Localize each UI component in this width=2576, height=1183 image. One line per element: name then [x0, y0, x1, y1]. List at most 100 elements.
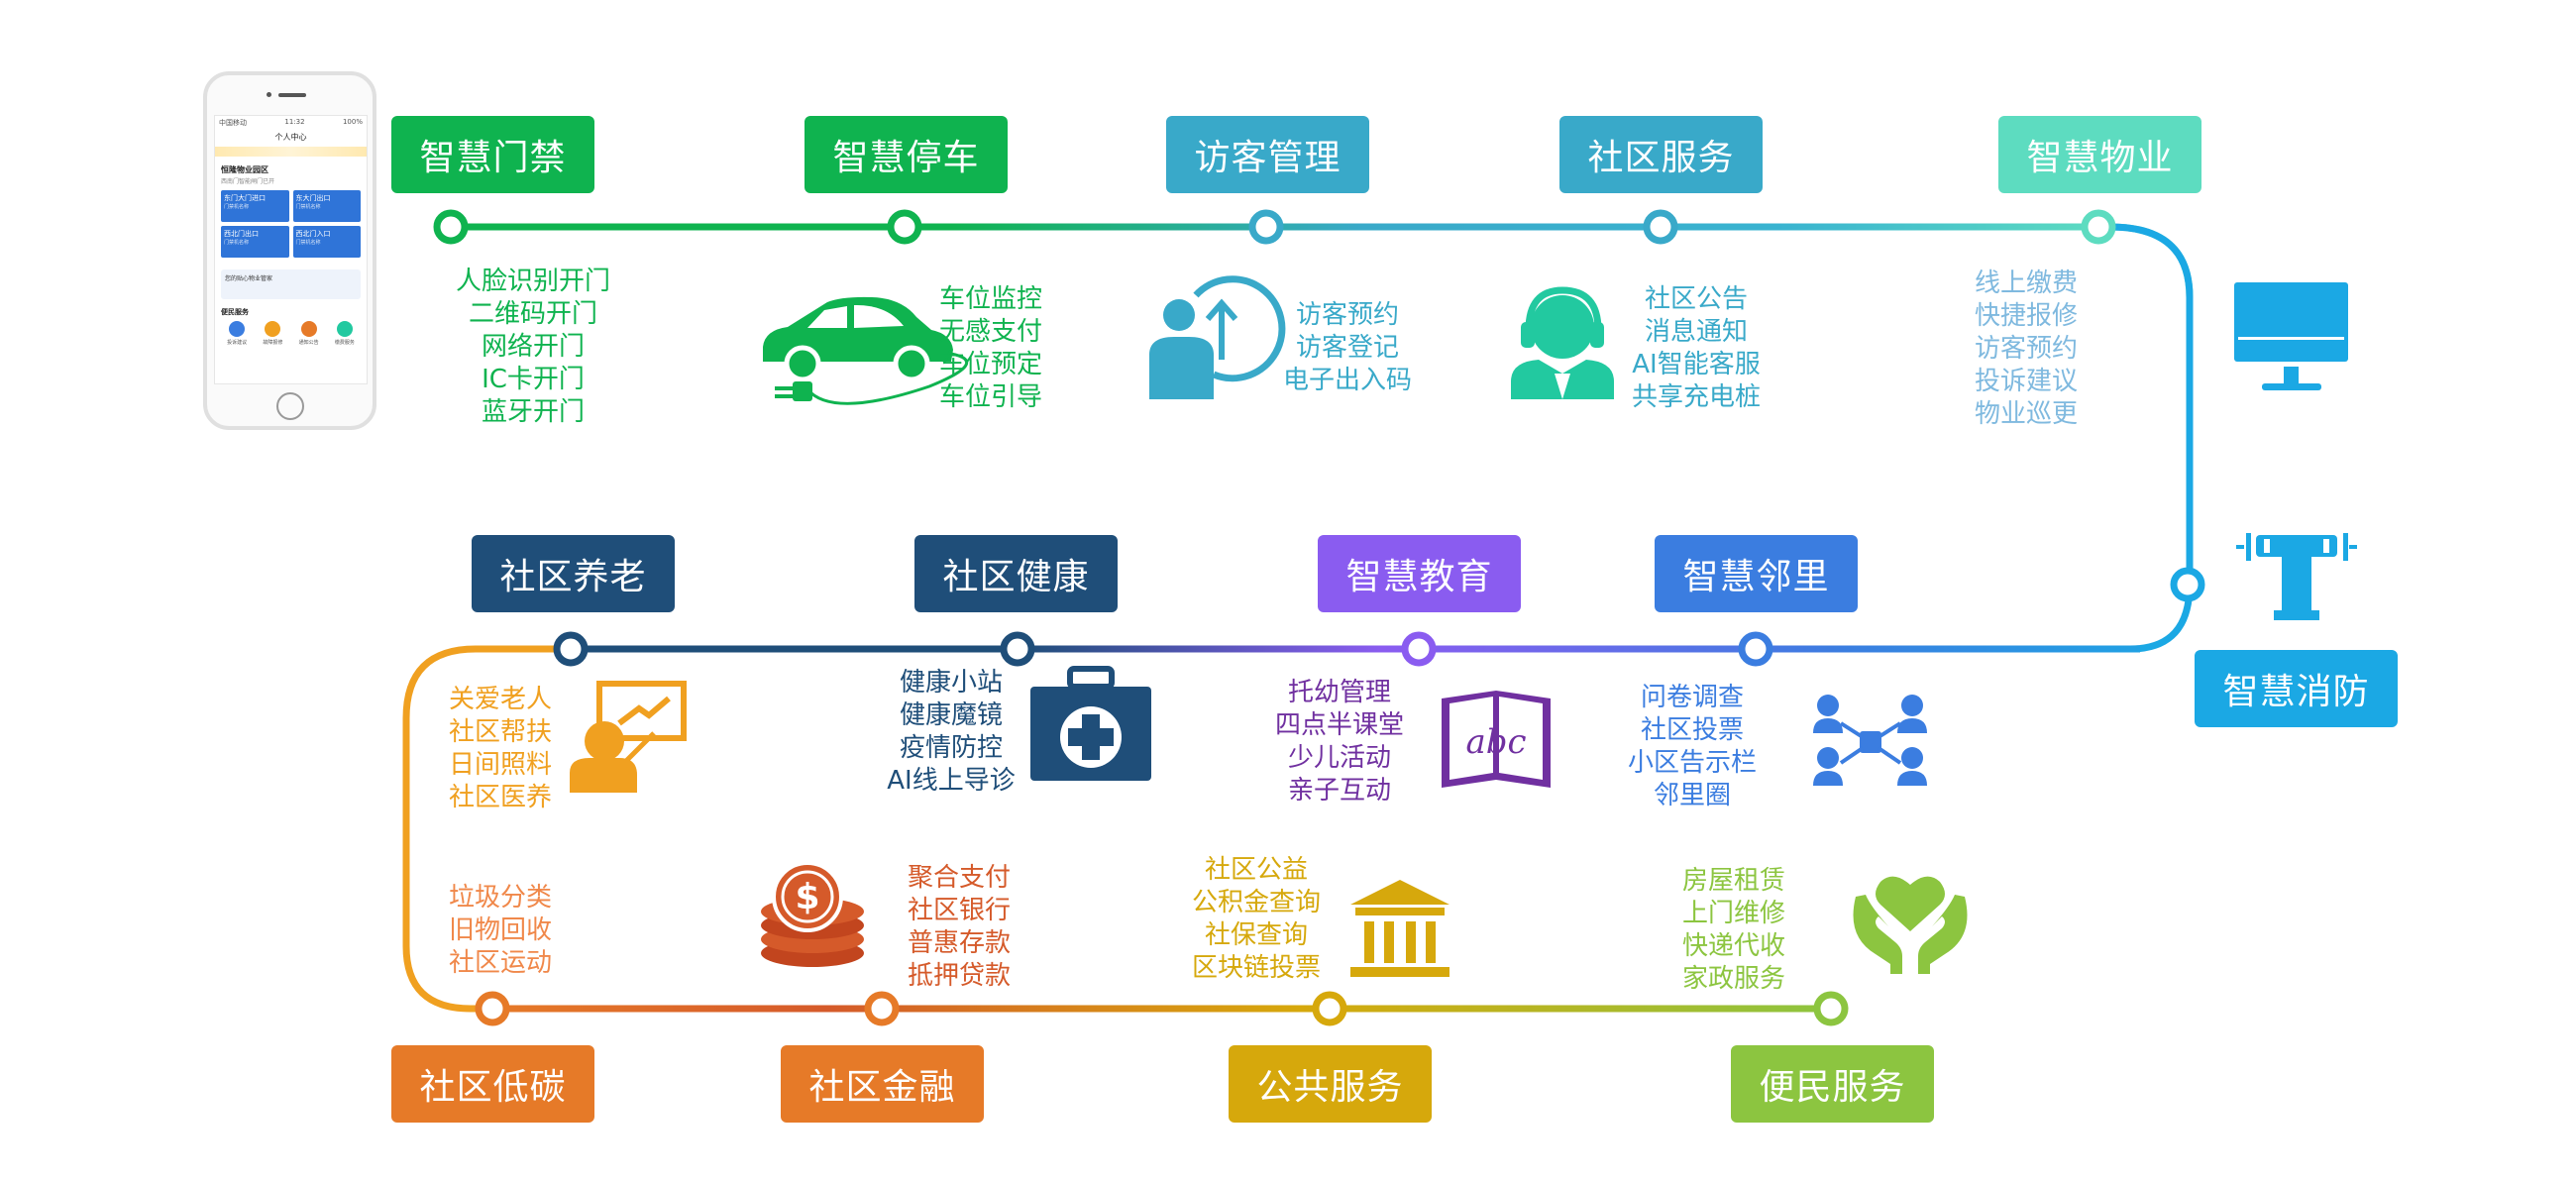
items-neighbor: 问卷调查社区投票小区告示栏邻里圈 [1628, 682, 1757, 812]
item-neighbor-0: 问卷调查 [1640, 683, 1745, 712]
item-health-3: AI线上导诊 [887, 766, 1016, 796]
item-public-2: 社保查询 [1204, 920, 1309, 950]
badge-education: 智慧教育 [1318, 535, 1521, 612]
service-item[interactable]: 缴费服务 [335, 321, 355, 346]
item-property-1: 快捷报修 [1974, 301, 2079, 331]
badge-convenience: 便民服务 [1731, 1045, 1934, 1123]
item-access-4: 蓝牙开门 [481, 397, 586, 427]
item-neighbor-1: 社区投票 [1640, 715, 1745, 745]
item-education-1: 四点半课堂 [1274, 710, 1405, 740]
station-visitor [1248, 209, 1284, 245]
badge-neighbor: 智慧邻里 [1655, 535, 1858, 612]
station-property [2081, 209, 2116, 245]
badge-fire: 智慧消防 [2195, 650, 2398, 727]
item-convenience-2: 快递代收 [1681, 931, 1786, 961]
item-access-2: 网络开门 [481, 332, 586, 362]
route-top [451, 223, 2194, 575]
phone-mockup: 中国移动 11:32 100% 个人中心 恒隆物业园区 西南门智能闸门已开 东门… [203, 71, 376, 430]
badge-elderly: 社区养老 [472, 535, 675, 612]
item-convenience-1: 上门维修 [1681, 899, 1786, 928]
item-elderly-1: 社区帮扶 [448, 717, 553, 747]
phone-services: 投诉建议 故障报修 通知公告 缴费服务 [215, 319, 367, 348]
item-community-1: 消息通知 [1644, 317, 1749, 347]
network-people-icon [1813, 695, 1927, 786]
item-public-3: 区块链投票 [1191, 953, 1322, 983]
station-health [1000, 631, 1035, 667]
badge-finance: 社区金融 [781, 1045, 984, 1123]
item-community-3: 共享充电桩 [1631, 382, 1762, 412]
items-elderly: 关爱老人社区帮扶日间照料社区医养 [449, 684, 552, 814]
badge-property: 智慧物业 [1998, 116, 2201, 193]
item-finance-1: 社区银行 [907, 896, 1012, 925]
phone-door-grid: 东门大门进口门禁机名称 东大门出口门禁机名称 西北门出口门禁机名称 西北门入口门… [215, 186, 367, 262]
item-health-0: 健康小站 [899, 668, 1003, 698]
badge-community: 社区服务 [1559, 116, 1763, 193]
route-left-curve [402, 645, 570, 1013]
station-education [1401, 631, 1437, 667]
badge-health: 社区健康 [914, 535, 1118, 612]
station-finance [864, 991, 900, 1026]
coin-stack-icon: $ [761, 861, 864, 967]
status-carrier: 中国移动 [219, 119, 247, 127]
service-item[interactable]: 通知公告 [299, 321, 319, 346]
item-finance-0: 聚合支付 [907, 863, 1012, 893]
monitor-icon [2234, 282, 2348, 390]
door-button[interactable]: 西北门出口门禁机名称 [221, 226, 289, 258]
item-access-0: 人脸识别开门 [455, 267, 611, 296]
station-markers [433, 209, 2205, 1026]
abc-book-icon: abc [1442, 691, 1551, 788]
item-property-0: 线上缴费 [1974, 269, 2079, 298]
station-fire [2170, 567, 2205, 602]
item-visitor-1: 访客登记 [1295, 333, 1400, 363]
phone-speaker [278, 93, 306, 97]
fire-hydrant-icon [2236, 533, 2357, 620]
door-button[interactable]: 东大门出口门禁机名称 [292, 190, 361, 222]
item-education-3: 亲子互动 [1287, 776, 1392, 806]
status-time: 11:32 [284, 118, 305, 126]
station-access [433, 209, 469, 245]
items-convenience: 房屋租赁上门维修快递代收家政服务 [1682, 865, 1785, 996]
item-elderly-3: 社区医养 [448, 783, 553, 812]
item-property-3: 投诉建议 [1974, 367, 2079, 396]
item-parking-1: 无感支付 [938, 317, 1043, 347]
station-convenience [1813, 991, 1849, 1026]
route-right [2109, 223, 2194, 653]
item-health-2: 疫情防控 [899, 733, 1003, 763]
phone-status-bar: 中国移动 11:32 100% [215, 116, 367, 130]
items-public: 社区公益公积金查询社保查询区块链投票 [1192, 854, 1321, 985]
service-item[interactable]: 投诉建议 [227, 321, 247, 346]
badge-parking: 智慧停车 [805, 116, 1008, 193]
bank-building-icon [1350, 880, 1449, 977]
item-visitor-0: 访客预约 [1295, 300, 1400, 330]
phone-camera [267, 92, 271, 97]
items-visitor: 访客预约访客登记电子出入码 [1283, 299, 1412, 397]
item-finance-2: 普惠存款 [907, 928, 1012, 958]
phone-screen: 中国移动 11:32 100% 个人中心 恒隆物业园区 西南门智能闸门已开 东门… [214, 115, 368, 384]
phone-community-sub: 西南门智能闸门已开 [221, 178, 275, 185]
badge-public: 公共服务 [1229, 1045, 1432, 1123]
phone-home-button [276, 392, 304, 420]
item-health-1: 健康魔镜 [899, 700, 1003, 730]
badge-lowcarbon: 社区低碳 [391, 1045, 594, 1123]
item-finance-3: 抵押贷款 [907, 961, 1012, 991]
item-property-2: 访客预约 [1974, 334, 2079, 364]
item-access-3: IC卡开门 [482, 365, 585, 394]
items-lowcarbon: 垃圾分类旧物回收社区运动 [449, 882, 552, 980]
phone-banner [215, 147, 367, 157]
phone-ad-banner[interactable]: 您的贴心物业管家 [221, 269, 361, 299]
item-neighbor-3: 邻里圈 [1653, 781, 1732, 810]
door-button[interactable]: 西北门入口门禁机名称 [292, 226, 361, 258]
item-parking-2: 车位预定 [938, 350, 1043, 379]
item-property-4: 物业巡更 [1974, 399, 2079, 429]
svg-text:abc: abc [1465, 722, 1526, 762]
item-convenience-0: 房屋租赁 [1681, 866, 1786, 896]
item-education-2: 少儿活动 [1287, 743, 1392, 773]
door-button[interactable]: 东门大门进口门禁机名称 [221, 190, 289, 222]
item-lowcarbon-1: 旧物回收 [448, 915, 553, 945]
station-elderly [553, 631, 589, 667]
item-access-1: 二维码开门 [468, 299, 598, 329]
status-battery: 100% [342, 118, 363, 126]
service-item[interactable]: 故障报修 [263, 321, 282, 346]
